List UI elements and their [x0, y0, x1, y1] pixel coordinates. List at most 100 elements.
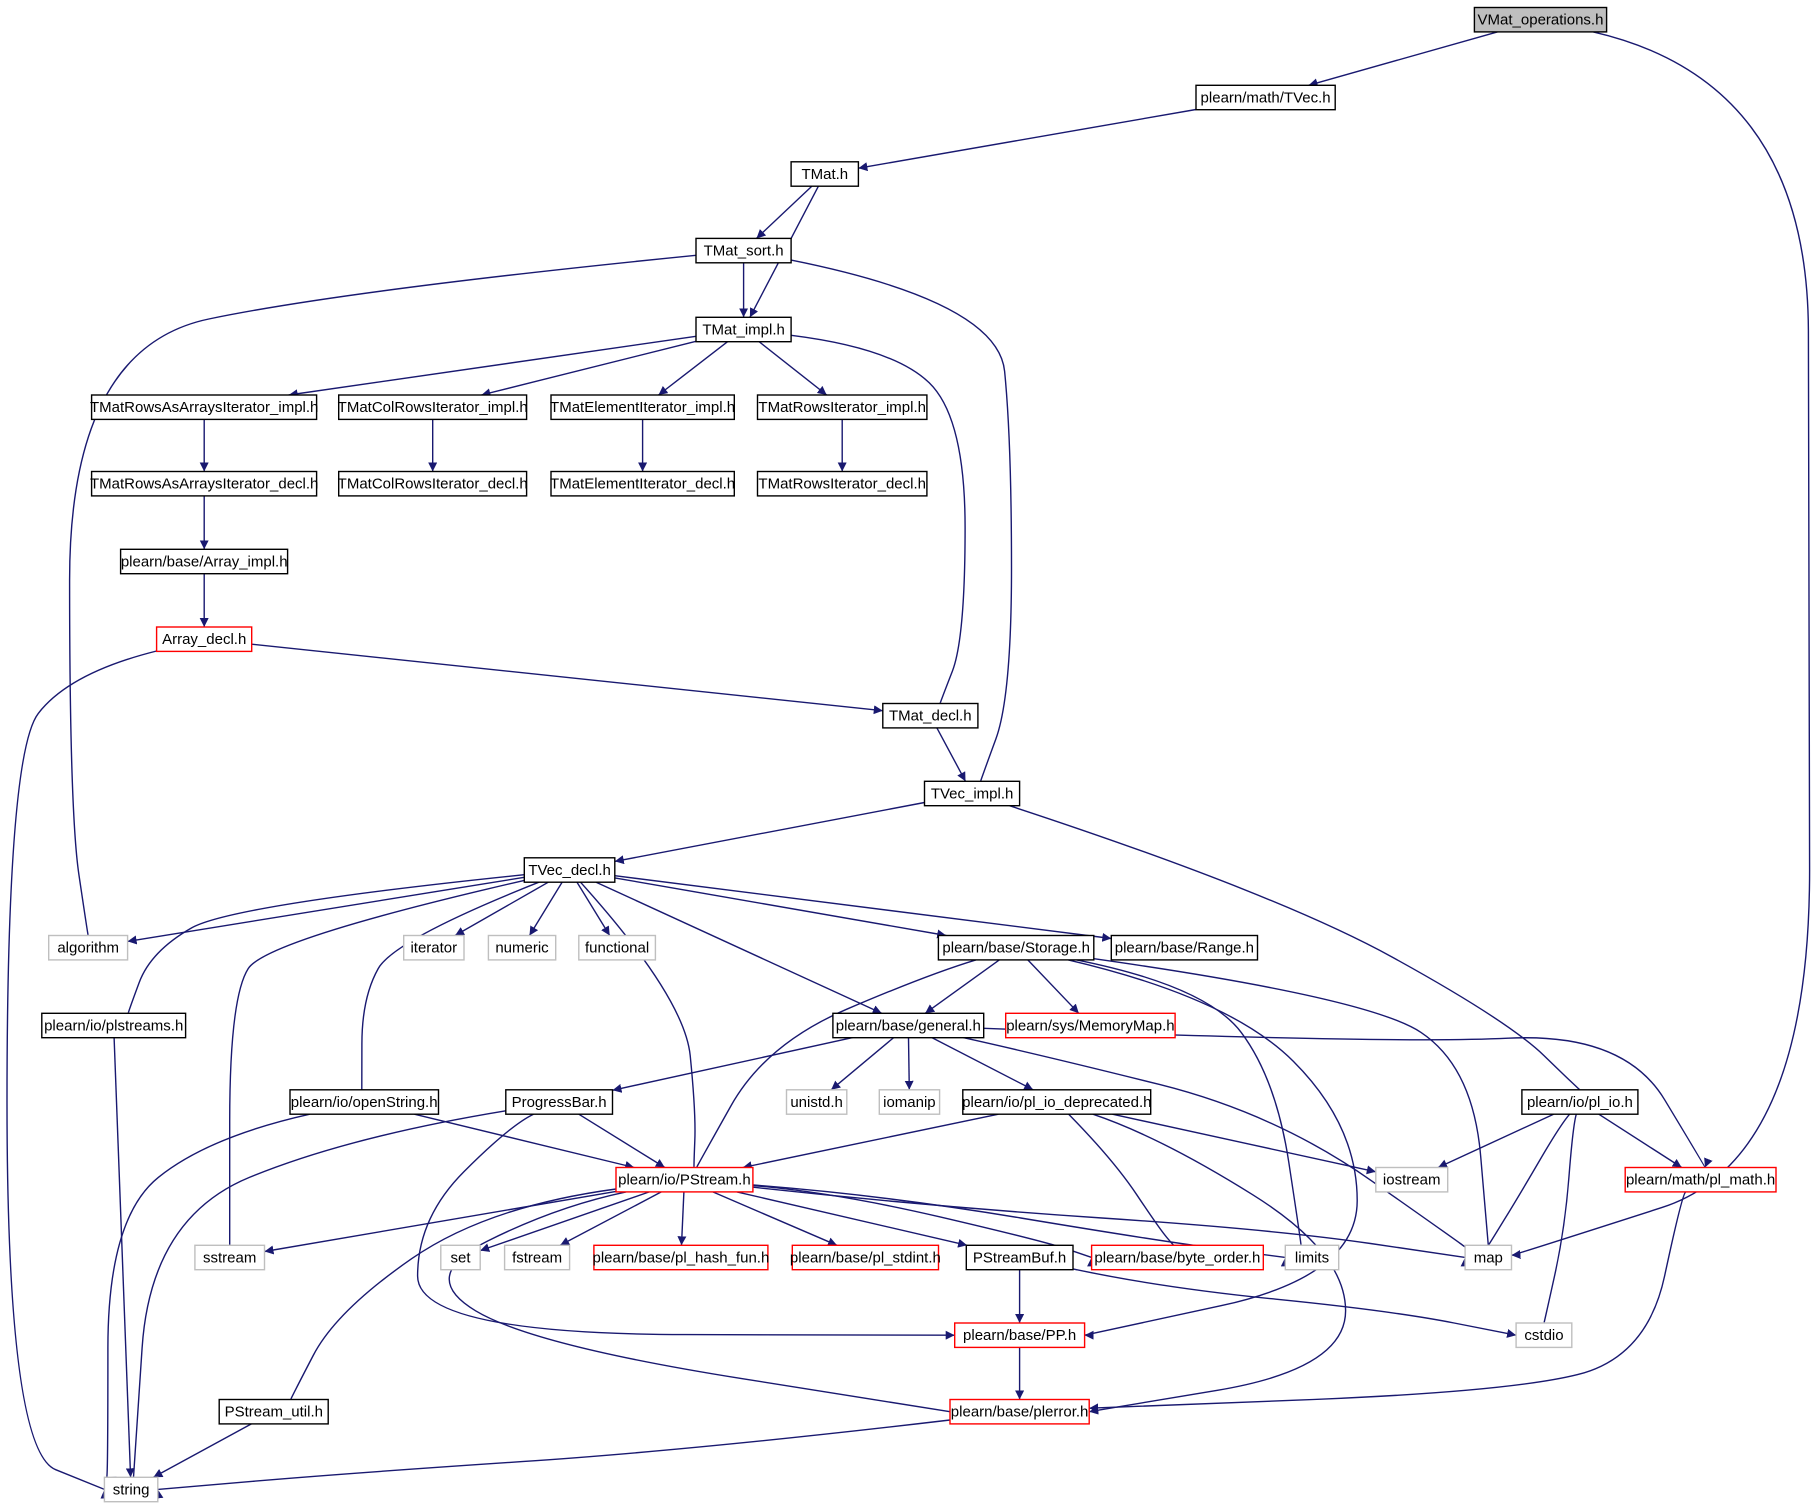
- edge-pstreambuf-to-cstdio: [1072, 1268, 1517, 1338]
- node-vmat-operations[interactable]: VMat_operations.h: [1473, 6, 1608, 33]
- node-box: [505, 1089, 614, 1115]
- node-label: iomanip: [883, 1094, 936, 1111]
- node-range[interactable]: plearn/base/Range.h: [1110, 934, 1259, 961]
- node-general[interactable]: plearn/base/general.h: [832, 1012, 985, 1039]
- node-pl-io[interactable]: plearn/io/pl_io.h: [1521, 1089, 1639, 1115]
- node-box: [1090, 1244, 1264, 1271]
- edge-pl_io_dep-to-plerror: [1089, 1113, 1347, 1415]
- node-box: [503, 1244, 571, 1271]
- node-rows-decl[interactable]: TMatRowsIterator_decl.h: [756, 470, 928, 497]
- edge-plerror-to-string: [157, 1419, 951, 1494]
- node-cstdio[interactable]: cstdio: [1515, 1322, 1573, 1349]
- node-label: plearn/base/plerror.h: [951, 1404, 1089, 1421]
- node-label: plearn/base/byte_order.h: [1094, 1249, 1260, 1266]
- node-memorymap[interactable]: plearn/sys/MemoryMap.h: [1005, 1012, 1176, 1039]
- node-box: [289, 1089, 440, 1115]
- node-string[interactable]: string: [103, 1476, 159, 1503]
- edge-tmat_impl-to-tmat_decl: [791, 334, 966, 714]
- node-limits[interactable]: limits: [1284, 1244, 1340, 1271]
- node-box: [695, 237, 792, 264]
- node-byte-order[interactable]: plearn/base/byte_order.h: [1090, 1244, 1264, 1271]
- node-label: limits: [1295, 1249, 1329, 1266]
- node-progressbar[interactable]: ProgressBar.h: [505, 1089, 614, 1115]
- node-functional[interactable]: functional: [578, 934, 657, 961]
- node-algorithm[interactable]: algorithm: [48, 934, 129, 961]
- node-rows-impl[interactable]: TMatRowsIterator_impl.h: [756, 394, 928, 421]
- node-label: PStream_util.h: [225, 1404, 323, 1421]
- node-label: TMatColRowsIterator_impl.h: [338, 399, 528, 416]
- node-box: [593, 1244, 769, 1271]
- edge-tvec_decl-to-range: [614, 875, 1112, 942]
- node-element-impl[interactable]: TMatElementIterator_impl.h: [550, 394, 735, 421]
- node-colrows-decl[interactable]: TMatColRowsIterator_decl.h: [338, 470, 528, 497]
- node-box: [487, 934, 557, 961]
- node-pstream-util[interactable]: PStream_util.h: [218, 1398, 329, 1425]
- node-tmat-impl[interactable]: TMat_impl.h: [695, 316, 792, 343]
- node-box: [90, 394, 318, 421]
- node-box: [1375, 1166, 1449, 1193]
- edge-pstream-to-set: [479, 1191, 650, 1252]
- node-label: fstream: [512, 1249, 562, 1266]
- node-label: plearn/base/Array_impl.h: [121, 553, 288, 570]
- node-plstreams[interactable]: plearn/io/plstreams.h: [41, 1012, 187, 1039]
- node-pp[interactable]: plearn/base/PP.h: [954, 1322, 1086, 1349]
- node-box: [194, 1244, 266, 1271]
- node-label: plearn/io/openString.h: [291, 1094, 438, 1111]
- node-storage[interactable]: plearn/base/Storage.h: [937, 934, 1095, 961]
- edge-tmat_sort-to-algorithm: [68, 254, 697, 945]
- node-label: plearn/io/plstreams.h: [44, 1017, 183, 1034]
- node-openstring[interactable]: plearn/io/openString.h: [289, 1089, 440, 1115]
- edge-tvec_decl-to-algorithm: [127, 876, 525, 945]
- node-box: [1473, 6, 1608, 33]
- node-tvec-decl[interactable]: TVec_decl.h: [523, 857, 616, 883]
- node-label: Array_decl.h: [162, 631, 246, 648]
- node-label: PStreamBuf.h: [973, 1249, 1066, 1266]
- node-tmat-h[interactable]: TMat.h: [790, 161, 860, 187]
- node-hash-fun[interactable]: plearn/base/pl_hash_fun.h: [592, 1244, 769, 1271]
- node-rowsarrays-impl[interactable]: TMatRowsAsArraysIterator_impl.h: [90, 394, 318, 421]
- node-box: [550, 470, 736, 497]
- node-label: sstream: [203, 1249, 256, 1266]
- node-map[interactable]: map: [1464, 1244, 1513, 1271]
- node-array-impl[interactable]: plearn/base/Array_impl.h: [119, 548, 289, 575]
- node-tmat-sort[interactable]: TMat_sort.h: [695, 237, 792, 264]
- node-fstream[interactable]: fstream: [503, 1244, 571, 1271]
- node-set[interactable]: set: [440, 1244, 481, 1271]
- node-tmat-decl[interactable]: TMat_decl.h: [882, 702, 979, 729]
- node-box: [48, 934, 129, 961]
- node-pstreambuf[interactable]: PStreamBuf.h: [965, 1244, 1074, 1271]
- edge-openstring-to-pstream: [414, 1113, 635, 1170]
- edge-tvec_impl-to-pl_io: [1008, 804, 1585, 1099]
- node-box: [41, 1012, 187, 1039]
- node-iterator[interactable]: iterator: [403, 934, 465, 961]
- edge-general-to-pl_math: [983, 1027, 1713, 1169]
- node-label: TMatRowsIterator_impl.h: [758, 399, 926, 416]
- node-label: TMatColRowsIterator_decl.h: [338, 476, 528, 493]
- edge-pl_io_dep-to-iostream: [1112, 1113, 1376, 1175]
- node-tvec-impl[interactable]: TVec_impl.h: [923, 780, 1021, 807]
- node-pl-math[interactable]: plearn/math/pl_math.h: [1624, 1166, 1777, 1193]
- node-sstream[interactable]: sstream: [194, 1244, 266, 1271]
- edge-pl_io-to-cstdio: [1539, 1113, 1577, 1333]
- node-pl-io-dep[interactable]: plearn/io/pl_io_deprecated.h: [962, 1089, 1151, 1115]
- node-label: TMat.h: [801, 166, 848, 183]
- node-numeric[interactable]: numeric: [487, 934, 557, 961]
- node-label: TMatRowsAsArraysIterator_decl.h: [90, 476, 318, 493]
- node-label: numeric: [495, 940, 549, 957]
- node-box: [1521, 1089, 1639, 1115]
- node-element-decl[interactable]: TMatElementIterator_decl.h: [550, 470, 736, 497]
- edge-plstreams-to-string: [113, 1037, 135, 1478]
- node-iostream[interactable]: iostream: [1375, 1166, 1449, 1193]
- node-unistd[interactable]: unistd.h: [785, 1089, 848, 1115]
- node-colrows-impl[interactable]: TMatColRowsIterator_impl.h: [338, 394, 528, 421]
- node-tvec-h[interactable]: plearn/math/TVec.h: [1195, 84, 1336, 111]
- node-stdint[interactable]: plearn/base/pl_stdint.h: [790, 1244, 941, 1271]
- edge-pstream-to-pstream_util: [280, 1188, 617, 1409]
- edge-progressbar-to-pp: [416, 1113, 955, 1340]
- node-array-decl[interactable]: Array_decl.h: [155, 626, 253, 653]
- node-rowsarrays-decl[interactable]: TMatRowsAsArraysIterator_decl.h: [90, 470, 318, 497]
- node-iomanip[interactable]: iomanip: [878, 1089, 941, 1115]
- node-pstream[interactable]: plearn/io/PStream.h: [615, 1166, 754, 1193]
- edge-pstream-to-map: [752, 1186, 1466, 1261]
- node-plerror[interactable]: plearn/base/plerror.h: [949, 1398, 1090, 1425]
